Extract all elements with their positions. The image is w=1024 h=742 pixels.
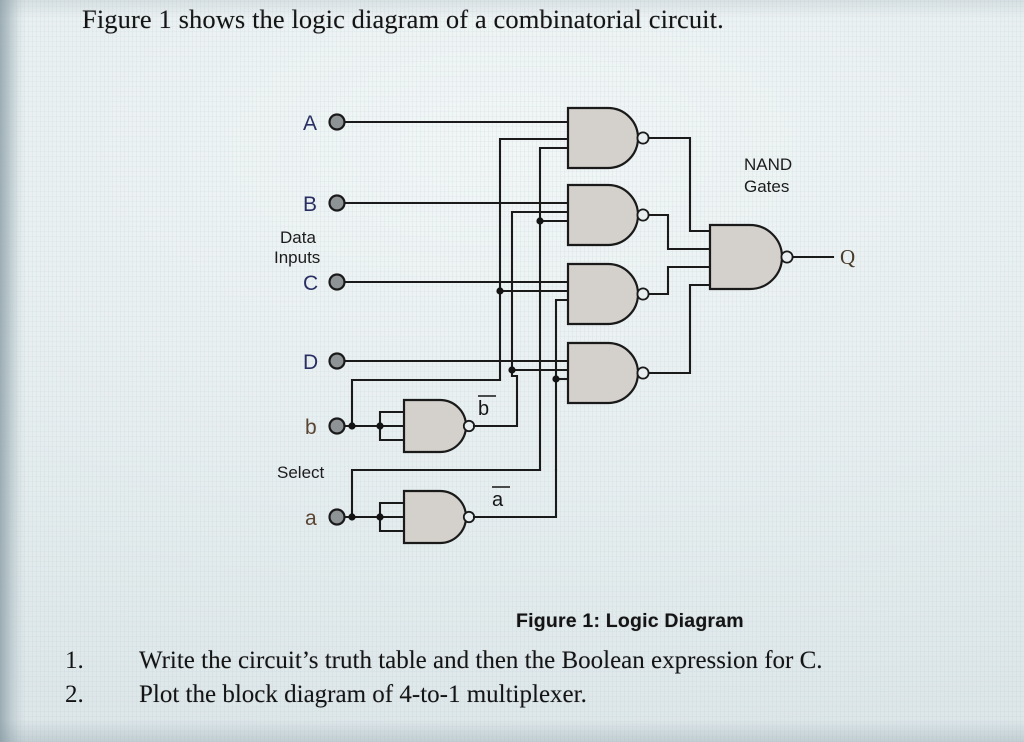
input-terminal-D[interactable]	[328, 352, 346, 370]
label-data-inputs-line2: Inputs	[274, 248, 320, 267]
nand-gate-4[interactable]	[566, 341, 650, 405]
nand-gate-inverter-b[interactable]	[376, 398, 476, 454]
label-input-A: A	[303, 112, 317, 135]
wire-b-bar-out	[472, 374, 519, 428]
select-bus-b-bar	[508, 210, 570, 378]
question-1-text: Write the circuit’s truth table and then…	[139, 647, 823, 674]
select-bus-b	[496, 137, 570, 382]
wire-nand2-to-out	[647, 213, 712, 251]
page-title: Figure 1 shows the logic diagram of a co…	[82, 4, 724, 34]
label-input-C: C	[303, 272, 318, 295]
select-bus-a	[536, 146, 570, 472]
question-2-number: 2.	[65, 681, 84, 708]
label-nand-gates-line2: Gates	[744, 177, 789, 196]
question-2-text: Plot the block diagram of 4-to-1 multipl…	[139, 681, 587, 708]
label-input-a: a	[305, 507, 317, 530]
label-output-Q: Q	[840, 245, 855, 269]
nand-gate-output[interactable]	[708, 223, 794, 291]
nand-gate-3[interactable]	[566, 262, 650, 326]
input-terminal-a[interactable]	[328, 508, 346, 526]
label-nand-gates-line1: NAND	[744, 155, 792, 174]
wire-a-fanout	[343, 468, 542, 521]
nand-gate-2[interactable]	[566, 183, 650, 247]
label-input-B: B	[303, 193, 317, 216]
label-input-b: b	[305, 416, 317, 439]
label-select: Select	[277, 463, 325, 482]
figure-caption: Figure 1: Logic Diagram	[516, 610, 744, 632]
input-terminal-b[interactable]	[328, 417, 346, 435]
wire-nand4-to-out	[647, 283, 712, 375]
wire-nand1-to-out	[647, 136, 712, 233]
page-left-edge-shadow	[0, 0, 20, 742]
input-terminal-C[interactable]	[328, 273, 346, 291]
wire-b-fanout	[343, 378, 502, 430]
input-terminal-A[interactable]	[328, 113, 346, 131]
question-1-number: 1.	[65, 647, 84, 674]
nand-gate-1[interactable]	[566, 106, 650, 170]
nand-gate-inverter-a[interactable]	[376, 489, 476, 545]
label-a-bar: a	[492, 489, 504, 511]
label-input-D: D	[303, 351, 318, 374]
wire-a-bar-out	[472, 468, 558, 519]
select-bus-a-bar	[552, 298, 570, 472]
label-data-inputs-line1: Data	[280, 228, 316, 247]
wire-nand3-to-out	[647, 265, 712, 296]
label-b-bar: b	[478, 398, 489, 420]
input-terminal-B[interactable]	[328, 194, 346, 212]
